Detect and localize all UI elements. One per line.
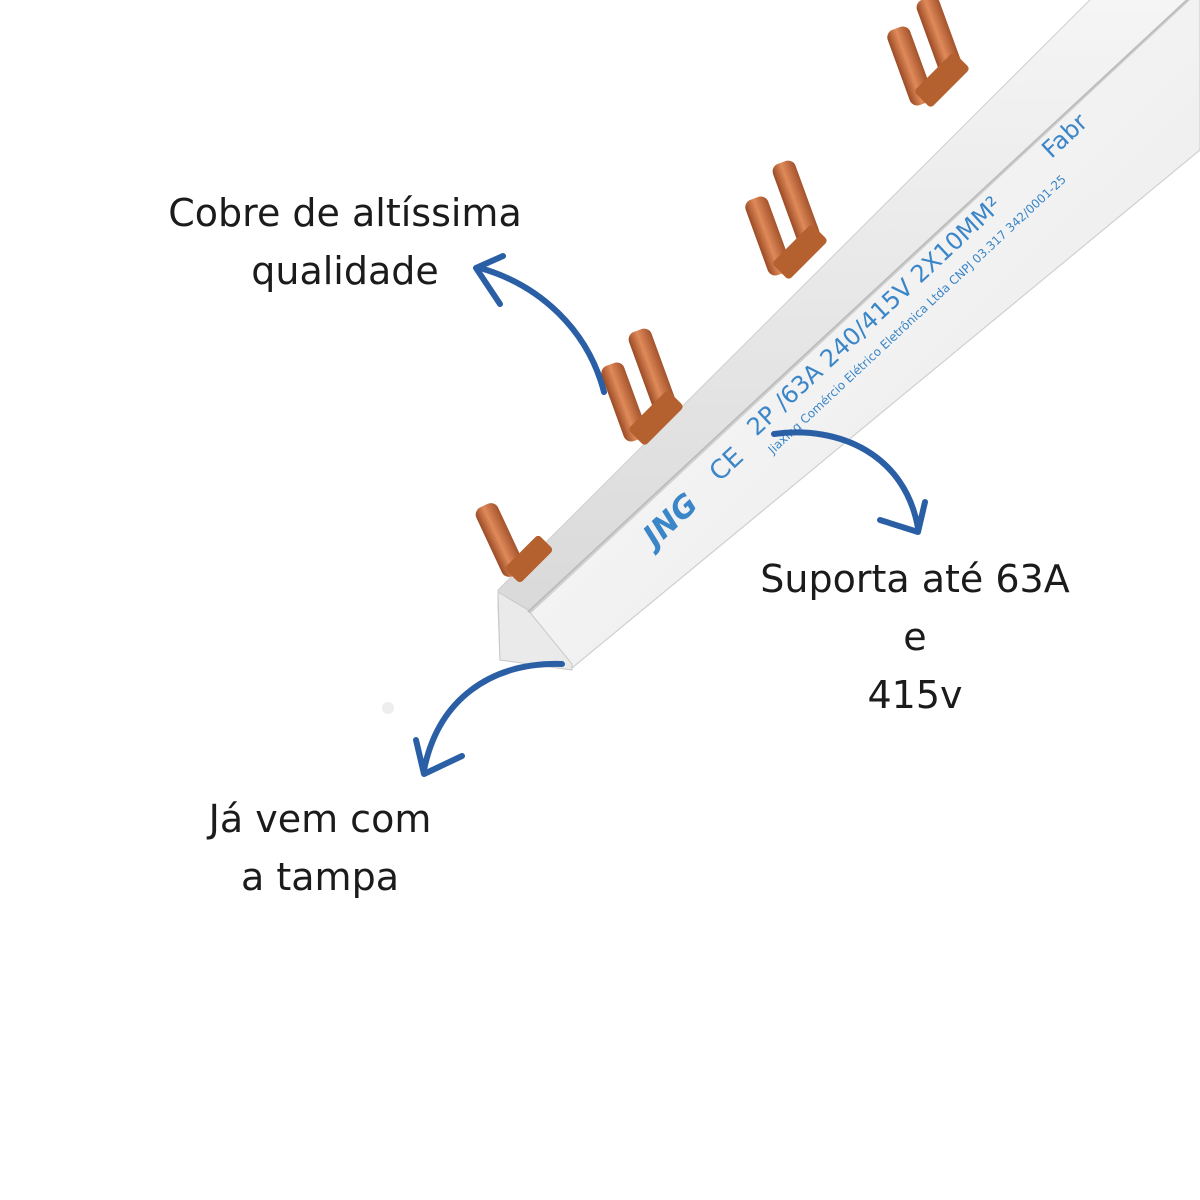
callout-line: Cobre de altíssima	[168, 191, 522, 235]
callout-line: Suporta até 63A	[760, 557, 1070, 601]
copper-pins	[475, 0, 969, 583]
curved-arrow-icon	[421, 660, 565, 773]
callout-current-voltage-rating: Suporta até 63A e 415v	[730, 550, 1100, 724]
callout-line: e	[903, 615, 927, 659]
callout-line: Já vem com	[208, 797, 432, 841]
callout-copper-quality: Cobre de altíssima qualidade	[130, 184, 560, 300]
curved-arrow-icon	[477, 265, 607, 395]
busbar-end-cap	[497, 591, 573, 671]
copper-pin	[745, 160, 827, 279]
decorative-dot	[382, 702, 394, 714]
callout-includes-cover: Já vem com a tampa	[160, 790, 480, 906]
curved-arrow-icon	[771, 429, 921, 531]
callout-line: a tampa	[241, 855, 399, 899]
callout-line: qualidade	[251, 249, 439, 293]
copper-pin	[887, 0, 969, 107]
copper-pin	[601, 328, 683, 445]
callout-line: 415v	[867, 673, 963, 717]
copper-pin	[475, 503, 553, 583]
